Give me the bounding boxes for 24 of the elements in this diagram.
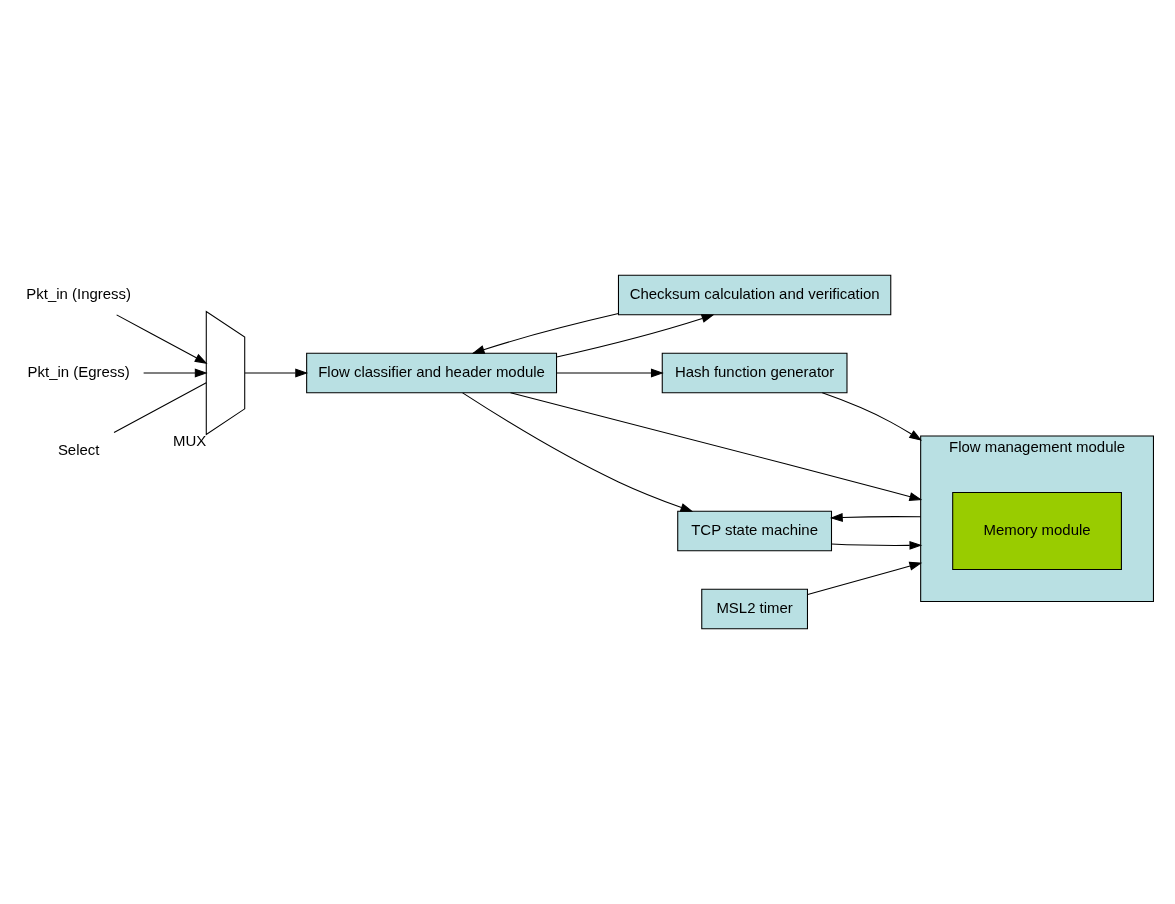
node-box: TCP state machine [677, 510, 833, 552]
arrow [556, 314, 715, 358]
arrow [143, 368, 208, 378]
arrow [829, 513, 922, 523]
node-trapezoid [205, 310, 246, 436]
arrow [244, 368, 309, 378]
node-text: Pkt_in (Egress) [27, 362, 130, 380]
arrow [116, 314, 208, 364]
node-box: Flow classifier and header module [306, 352, 558, 394]
arrow [831, 540, 923, 550]
arrow [471, 313, 619, 354]
node-box: MSL2 timer [701, 588, 808, 630]
node-box: Hash function generator [661, 352, 848, 394]
arrow [510, 392, 923, 501]
arrow [556, 368, 664, 378]
arrow [462, 392, 694, 512]
node-text: Select [57, 440, 100, 458]
connector [113, 382, 207, 433]
node-text: Pkt_in (Ingress) [26, 284, 131, 302]
node-box: Memory module [952, 492, 1122, 570]
arrow [821, 392, 923, 441]
node-label: MUX [173, 432, 207, 450]
arrow [807, 561, 923, 596]
node-box: Checksum calculation and verification [617, 274, 892, 316]
